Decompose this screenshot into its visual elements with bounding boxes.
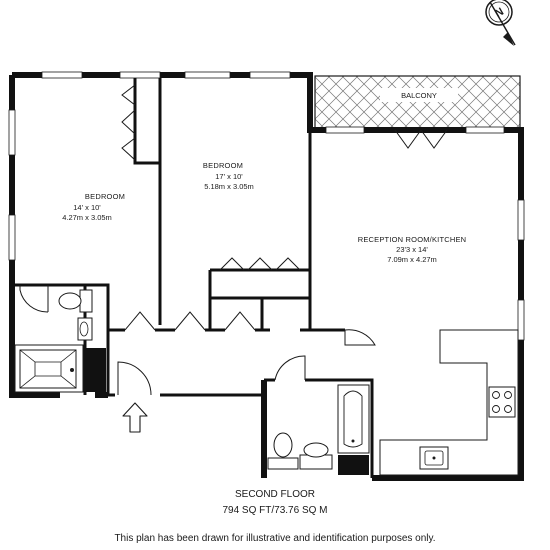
room-size-metric: 7.09m x 4.27m <box>387 255 437 264</box>
room-size-imperial: 17' x 10' <box>215 172 243 181</box>
room-name: RECEPTION ROOM/KITCHEN <box>358 235 467 244</box>
toilet-icon <box>58 289 93 313</box>
room-label-bedroom-mid: BEDROOM 17' x 10' 5.18m x 3.05m <box>203 161 254 191</box>
ensuite-bathroom <box>14 285 106 393</box>
room-size-metric: 5.18m x 3.05m <box>204 182 254 191</box>
toilet-icon-bathroom <box>267 432 299 470</box>
room-label-bedroom-left: BEDROOM 14' x 10' 4.27m x 3.05m <box>62 192 125 222</box>
wardrobe-doors-mid <box>219 257 301 271</box>
hob-icon <box>488 386 516 418</box>
bath-icon <box>337 384 370 454</box>
wardrobe-doors-left <box>121 84 136 161</box>
room-name: BEDROOM <box>203 161 243 170</box>
basin-icon-bathroom <box>299 442 333 470</box>
balcony: BALCONY <box>314 75 521 129</box>
floor-name: SECOND FLOOR <box>234 489 315 500</box>
balcony-label: BALCONY <box>401 91 437 100</box>
kitchen-units <box>379 329 519 476</box>
door-swings <box>117 129 448 396</box>
room-size-metric: 4.27m x 3.05m <box>62 213 112 222</box>
room-label-reception: RECEPTION ROOM/KITCHEN 23'3 x 14' 7.09m … <box>358 235 467 264</box>
room-size-imperial: 23'3 x 14' <box>396 245 428 254</box>
floor-area: 794 SQ FT/73.76 SQ M <box>222 505 328 516</box>
entrance-arrow-icon <box>122 402 148 433</box>
compass-north-icon: N <box>485 0 516 46</box>
room-name: BEDROOM <box>85 192 125 201</box>
exterior-walls <box>9 72 524 481</box>
basin-icon <box>77 317 93 341</box>
main-bathroom <box>267 383 370 475</box>
room-size-imperial: 14' x 10' <box>73 203 101 212</box>
disclaimer: This plan has been drawn for illustrativ… <box>114 533 436 544</box>
kitchen-sink-icon <box>419 446 449 470</box>
windows <box>8 71 525 341</box>
